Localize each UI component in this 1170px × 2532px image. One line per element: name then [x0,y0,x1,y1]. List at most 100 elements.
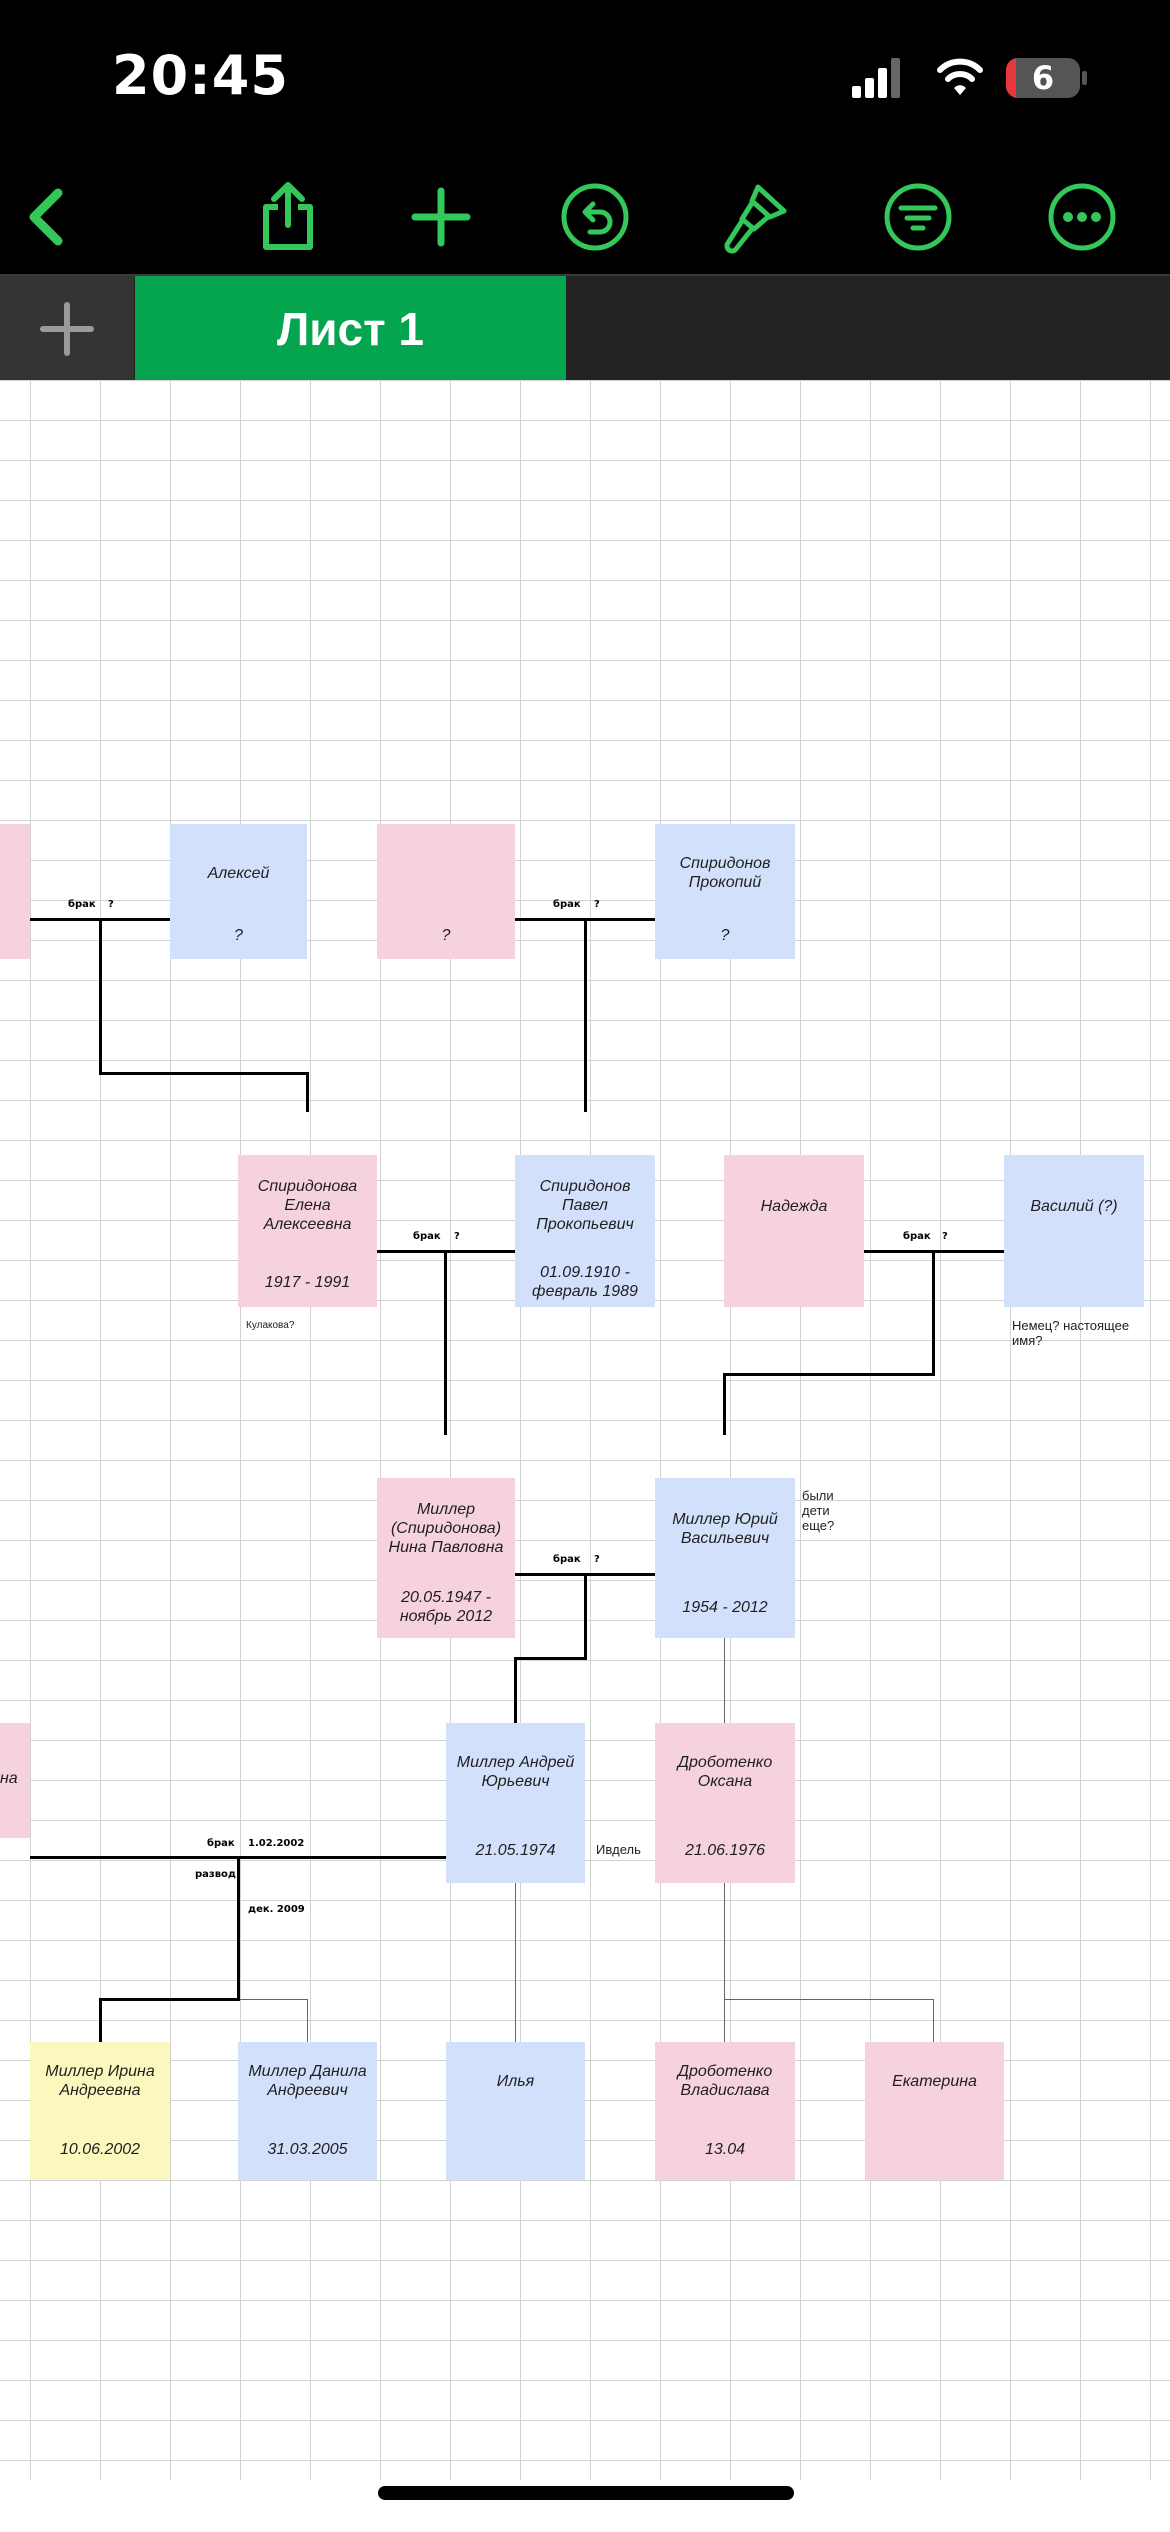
descent-line [99,918,102,1075]
person-name: Василий (?) [1030,1198,1118,1215]
person-name: Миллер Юрий Васильевич [672,1511,778,1547]
back-button[interactable] [0,160,102,274]
marriage-date: ? [108,899,114,910]
marriage-label: брак [207,1838,235,1849]
person-name: Дроботенко Оксана [677,1754,773,1790]
person-box-alexey[interactable]: Алексей ? [170,824,307,959]
person-dates: 21.06.1976 [684,1842,766,1859]
undo-icon [561,183,629,251]
person-box-vladislava[interactable]: Дроботенко Владислава 13.04 [655,2042,795,2180]
person-box-andrey[interactable]: Миллер Андрей Юрьевич 21.05.1974 [446,1723,585,1883]
person-dates: 31.03.2005 [267,2141,348,2158]
person-box-danila[interactable]: Миллер Данила Андреевич 31.03.2005 [238,2042,377,2180]
battery-level: 6 [1031,59,1055,97]
marriage-label: брак [903,1231,931,1242]
descent-line [933,1999,934,2042]
person-name: Дроботенко Владислава [677,2063,773,2099]
person-box-elena[interactable]: Спиридонова Елена Алексеевна 1917 - 1991 [238,1155,377,1307]
person-name: на [0,1770,18,1787]
back-chevron-icon [29,188,63,246]
person-box-pavel[interactable]: Спиридонов Павел Прокопьевич 01.09.1910 … [515,1155,655,1307]
descent-line [584,918,587,1112]
person-box-left-top[interactable] [0,824,30,959]
person-name: Илья [496,2073,535,2090]
more-button[interactable] [1027,160,1137,274]
descent-line [99,1998,240,2001]
person-box-nina[interactable]: Миллер (Спиридонова) Нина Павловна 20.05… [377,1478,515,1638]
marriage-label: брак [553,899,581,910]
person-box-ekaterina[interactable]: Екатерина [865,2042,1004,2180]
descent-line [724,1638,725,1723]
marriage-date: ? [594,1554,600,1565]
note-nemets: Немец? настоящее имя? [1012,1318,1130,1348]
person-dates: 20.05.1947 - ноябрь 2012 [399,1589,493,1625]
person-name: Миллер Данила Андреевич [248,2063,367,2099]
person-dates: ? [720,927,730,944]
descent-line [307,1999,308,2042]
descent-line [514,1657,587,1660]
person-box-irina[interactable]: Миллер Ирина Андреевна 10.06.2002 [30,2042,170,2180]
person-name: Надежда [760,1198,828,1215]
person-dates: 1954 - 2012 [682,1599,768,1616]
person-box-vasiliy[interactable]: Василий (?) [1004,1155,1144,1307]
descent-line [515,1883,516,2042]
marriage-date: ? [942,1231,948,1242]
person-box-unknown-wife[interactable]: ? [377,824,515,959]
person-box-oksana[interactable]: Дроботенко Оксана 21.06.1976 [655,1723,795,1883]
share-button[interactable] [233,160,343,274]
tab-sheet-1[interactable]: Лист 1 [135,276,566,382]
descent-line [514,1657,517,1723]
toolbar [0,160,1170,274]
divorce-date: дек. 2009 [248,1904,305,1915]
descent-line [584,1573,587,1660]
insert-button[interactable] [386,160,496,274]
share-icon [263,182,313,250]
plus-icon [40,302,94,356]
marriage-label: брак [413,1231,441,1242]
marriage-date: ? [594,899,600,910]
person-name: Миллер Андрей Юрьевич [456,1754,575,1790]
person-dates: 13.04 [704,2141,746,2158]
organize-button[interactable] [863,160,973,274]
person-dates: 21.05.1974 [475,1842,556,1859]
undo-button[interactable] [540,160,650,274]
format-button[interactable] [700,160,810,274]
person-name: Спиридонова Елена Алексеевна [257,1178,358,1233]
add-sheet-button[interactable] [0,276,134,382]
descent-line [99,1998,102,2042]
person-dates: 10.06.2002 [59,2141,141,2158]
note-ivdel: Ивдель [596,1842,641,1857]
descent-line [723,1373,935,1376]
plus-icon [411,187,471,247]
battery-icon: 6 [1006,58,1087,98]
person-name: Миллер Ирина Андреевна [45,2063,155,2099]
divorce-label: развод [195,1869,236,1880]
descent-line [240,1999,308,2000]
person-dates: 1917 - 1991 [264,1274,351,1291]
person-box-prokopiy[interactable]: Спиридонов Прокопий ? [655,824,795,959]
person-name: Миллер (Спиридонова) Нина Павловна [388,1501,504,1556]
descent-line [723,1373,726,1435]
person-name: Спиридонов Прокопий [679,855,771,891]
descent-line [99,1072,309,1075]
note-kulakova: Кулакова? [246,1320,295,1331]
signal-icon [852,58,900,98]
person-box-left-middle[interactable]: на [0,1723,30,1838]
clock: 20:45 [112,44,289,107]
spreadsheet-grid[interactable]: Алексей ? ? Спиридонов Прокопий ? брак ?… [0,380,1170,2480]
more-icon [1048,183,1116,251]
person-box-ilya[interactable]: Илья [446,2042,585,2180]
marriage-date: ? [454,1231,460,1242]
person-box-nadezhda[interactable]: Надежда [724,1155,864,1307]
marriage-label: брак [553,1554,581,1565]
person-box-yuriy[interactable]: Миллер Юрий Васильевич 1954 - 2012 [655,1478,795,1638]
person-name: Екатерина [892,2073,977,2090]
home-indicator[interactable] [378,2486,794,2500]
descent-line [237,1856,240,2001]
note-deti: были дети еще? [802,1488,835,1533]
marriage-label: брак [68,899,96,910]
person-name: Алексей [207,865,270,882]
person-dates: ? [234,927,243,944]
descent-line [724,1999,934,2000]
paintbrush-icon [724,184,787,254]
